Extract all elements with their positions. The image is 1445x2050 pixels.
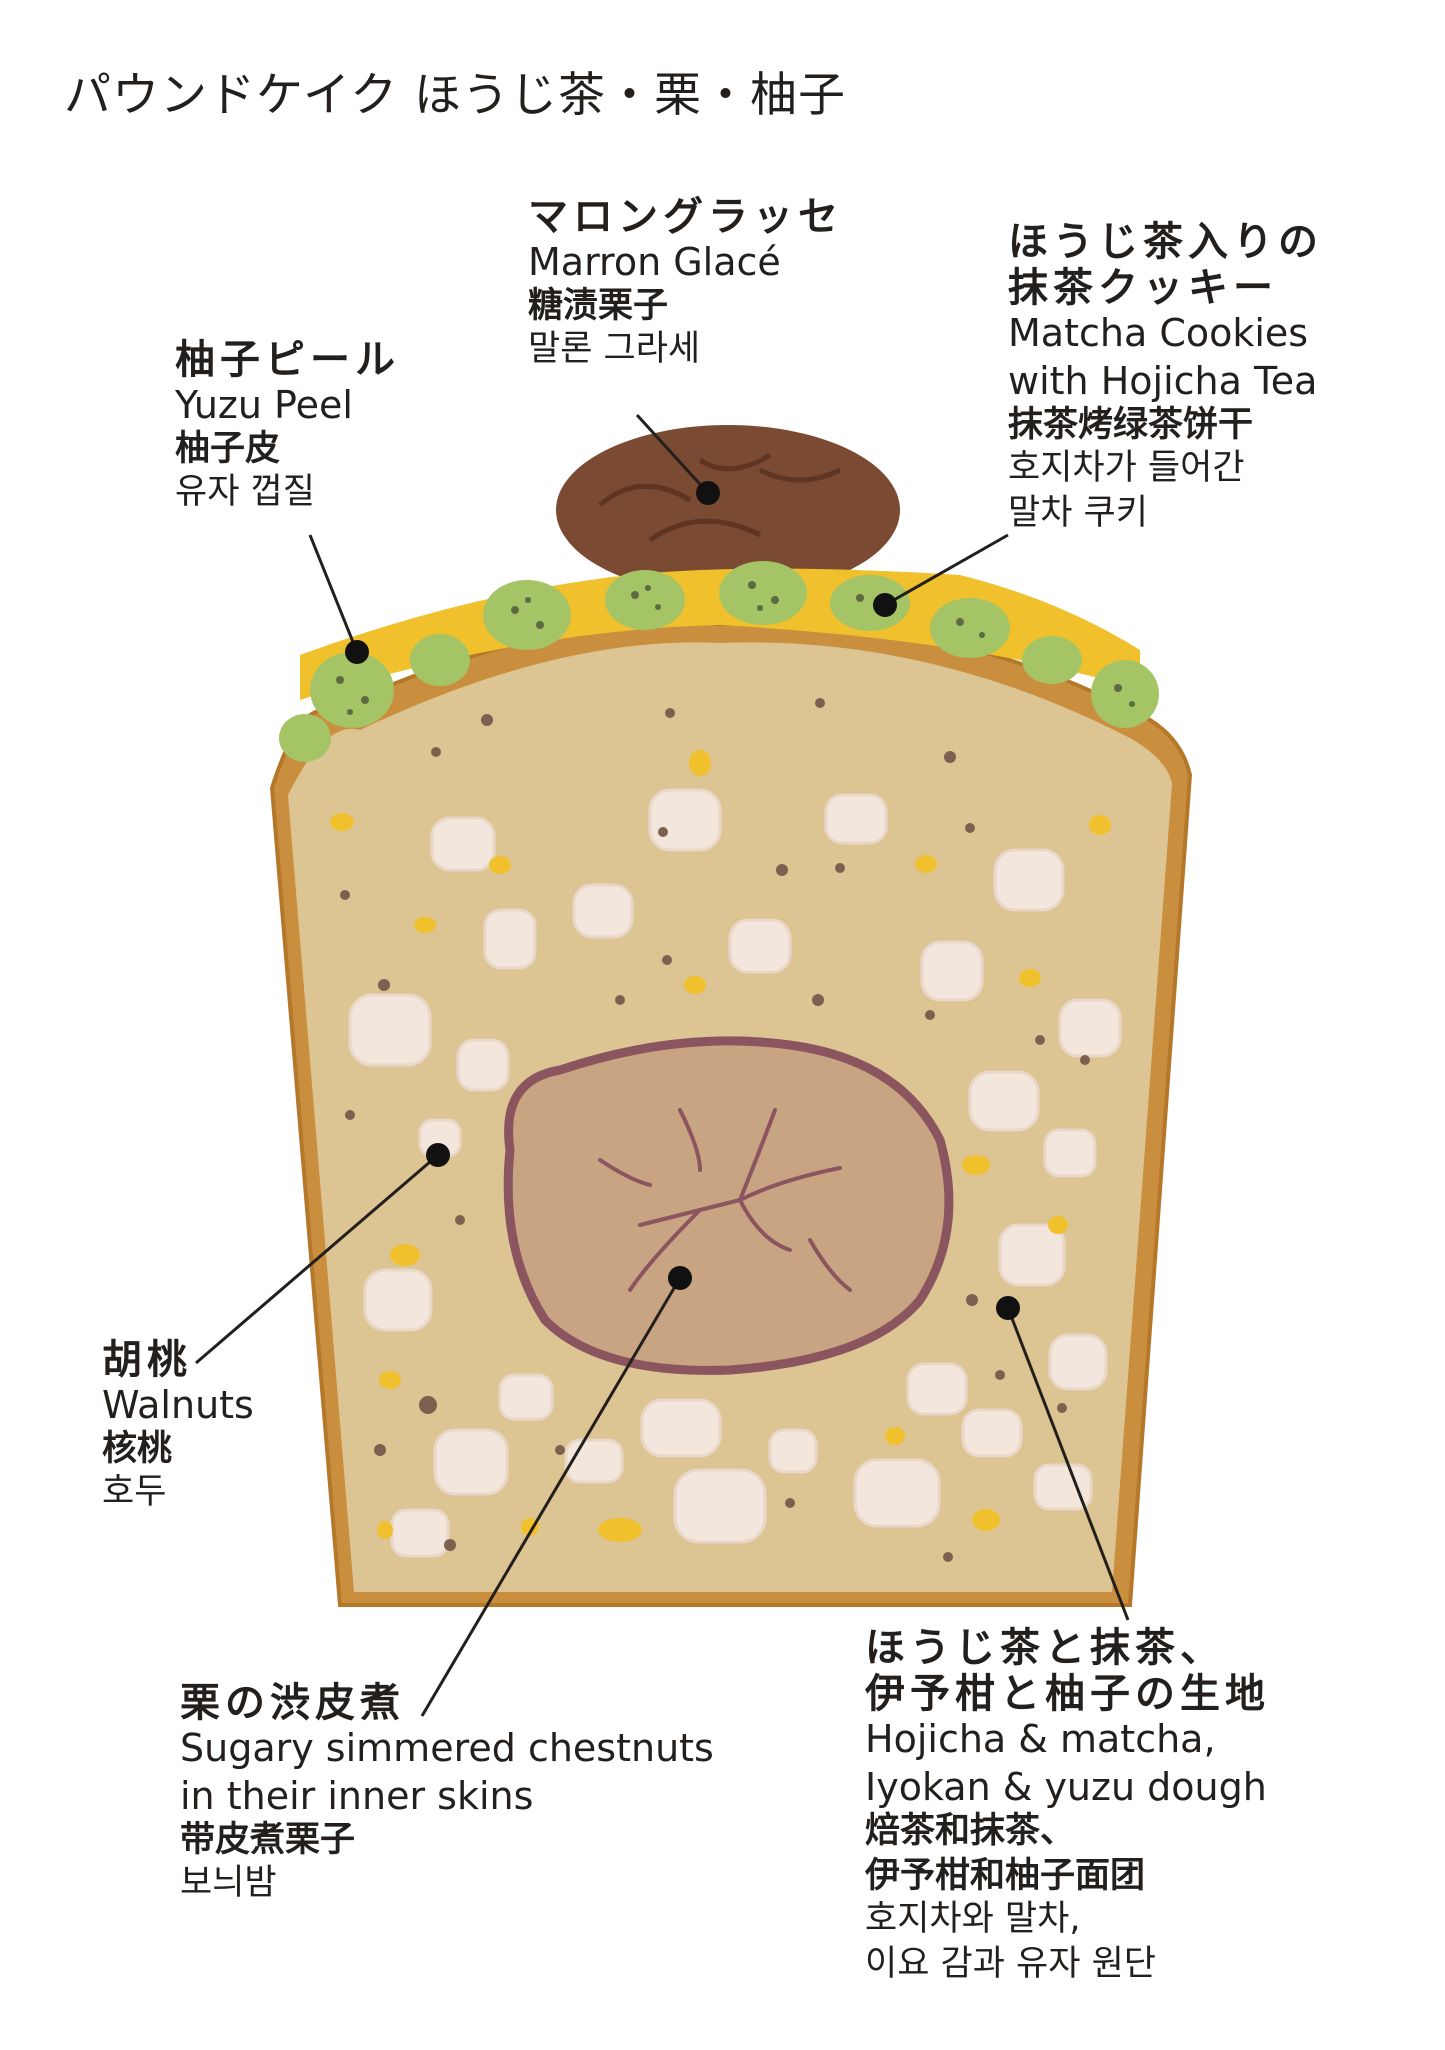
- marker-marron: [696, 481, 720, 505]
- marron-glace-texture: [598, 452, 842, 543]
- label-cookie: ほうじ茶入りの 抹茶クッキー Matcha Cookies with Hojic…: [1008, 222, 1323, 531]
- label-dough-zh-2: 伊予柑和柚子面团: [865, 1856, 1146, 1896]
- marker-dough: [996, 1296, 1020, 1320]
- label-marron-zh: 糖渍栗子: [528, 286, 669, 326]
- label-chestnut-zh: 带皮煮栗子: [180, 1820, 356, 1860]
- label-cookie-jp-1: ほうじ茶入りの: [1008, 219, 1323, 265]
- label-walnut-zh: 核桃: [102, 1429, 173, 1469]
- label-marron-jp: マロングラッセ: [528, 194, 843, 240]
- label-yuzu-peel-en: Yuzu Peel: [175, 383, 353, 427]
- page-title: パウンドケイク ほうじ茶・栗・柚子: [64, 68, 847, 123]
- label-dough-jp-2: 伊予柑と柚子の生地: [865, 1671, 1270, 1717]
- matcha-cookies: [279, 561, 1159, 762]
- label-walnut-ko: 호두: [102, 1472, 167, 1512]
- label-walnut-jp: 胡桃: [102, 1337, 192, 1383]
- label-cookie-ko-2: 말차 쿠키: [1008, 493, 1148, 533]
- marker-yuzu-peel: [345, 640, 369, 664]
- label-yuzu-peel-zh: 柚子皮: [175, 429, 281, 469]
- label-chestnut: 栗の渋皮煮 Sugary simmered chestnuts in their…: [180, 1683, 714, 1901]
- label-chestnut-ko: 보늬밤: [180, 1863, 277, 1903]
- label-dough: ほうじ茶と抹茶、 伊予柑と柚子の生地 Hojicha & matcha, Iyo…: [865, 1628, 1270, 1982]
- marker-walnut: [426, 1143, 450, 1167]
- label-cookie-en-1: Matcha Cookies: [1008, 311, 1309, 355]
- label-yuzu-peel: 柚子ピール Yuzu Peel 柚子皮 유자 껍질: [175, 340, 400, 510]
- label-cookie-en-2: with Hojicha Tea: [1008, 359, 1318, 403]
- label-dough-jp-1: ほうじ茶と抹茶、: [865, 1625, 1225, 1671]
- walnut-pieces: [348, 788, 1122, 1558]
- label-marron-ko: 말론 그라세: [528, 329, 701, 369]
- chestnut-veins: [598, 1108, 852, 1292]
- label-yuzu-peel-jp: 柚子ピール: [175, 337, 400, 383]
- label-marron: マロングラッセ Marron Glacé 糖渍栗子 말론 그라세: [528, 197, 843, 367]
- marker-cookie: [873, 593, 897, 617]
- label-dough-zh-1: 焙茶和抹茶、: [865, 1811, 1076, 1851]
- label-dough-ko-2: 이요 감과 유자 원단: [865, 1944, 1156, 1984]
- label-dough-en-1: Hojicha & matcha,: [865, 1717, 1216, 1761]
- label-cookie-zh: 抹茶烤绿茶饼干: [1008, 405, 1254, 445]
- leader-lines: [195, 413, 1130, 1717]
- label-dough-ko-1: 호지차와 말차,: [865, 1899, 1081, 1939]
- label-marron-en: Marron Glacé: [528, 240, 781, 284]
- marker-chestnut: [668, 1266, 692, 1290]
- yuzu-peel-bits: [330, 750, 1111, 1542]
- label-walnut-en: Walnuts: [102, 1383, 254, 1427]
- label-chestnut-en-2: in their inner skins: [180, 1774, 534, 1818]
- marron-glace: [556, 425, 900, 595]
- shibukawa-chestnut: [503, 1036, 954, 1375]
- label-dough-en-2: Iyokan & yuzu dough: [865, 1765, 1267, 1809]
- label-chestnut-jp: 栗の渋皮煮: [180, 1680, 405, 1726]
- leader-dots: [345, 481, 1020, 1320]
- label-chestnut-en-1: Sugary simmered chestnuts: [180, 1726, 714, 1770]
- label-cookie-ko-1: 호지차가 들어간: [1008, 448, 1245, 488]
- label-yuzu-peel-ko: 유자 껍질: [175, 472, 315, 512]
- label-cookie-jp-2: 抹茶クッキー: [1008, 265, 1278, 311]
- label-walnut: 胡桃 Walnuts 核桃 호두: [102, 1340, 254, 1510]
